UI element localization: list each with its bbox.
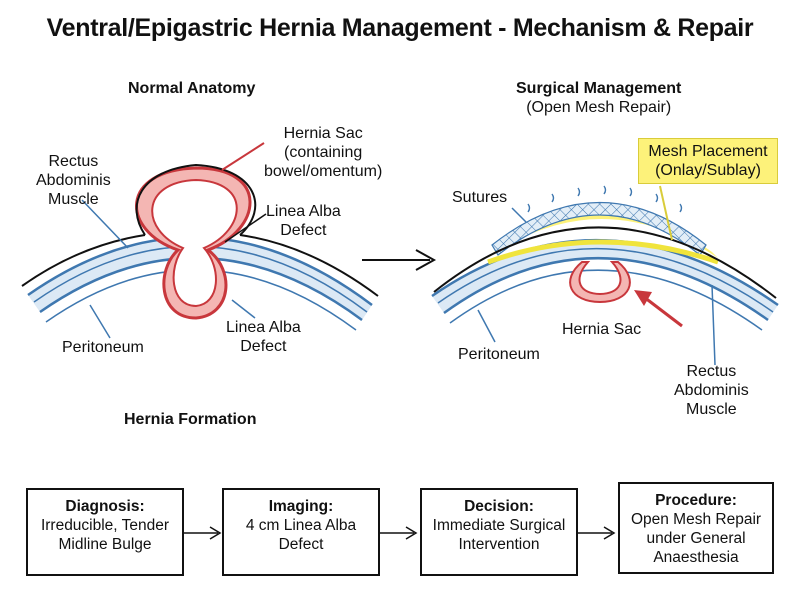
hernia-formation-caption: Hernia Formation <box>124 411 257 428</box>
step-procedure: Procedure: Open Mesh Repair under Genera… <box>618 482 774 574</box>
right-skin <box>433 226 777 299</box>
right-leader-lines <box>477 185 716 366</box>
surgical-management-heading: Surgical Management (Open Mesh Repair) <box>516 80 682 116</box>
left-hernia-sac-label: Hernia Sac (containing bowel/omentum) <box>264 125 383 180</box>
step-diagnosis: Diagnosis: Irreducible, Tender Midline B… <box>26 488 184 576</box>
step-decision: Decision: Immediate Surgical Interventio… <box>420 488 578 576</box>
linea-alba-bottom-label: Linea Alba Defect <box>226 319 301 355</box>
sutures-label: Sutures <box>452 189 508 206</box>
mesh <box>487 201 719 265</box>
right-abdominal-wall <box>431 239 779 331</box>
flow-arrows <box>184 526 616 540</box>
red-arrow <box>634 290 683 328</box>
right-hernia-sac <box>569 261 631 304</box>
right-rectus-label: Rectus Abdominis Muscle <box>674 363 749 418</box>
page-title: Ventral/Epigastric Hernia Management - M… <box>46 14 754 42</box>
left-leader-lines <box>81 142 267 339</box>
left-hernia-sac <box>135 163 257 320</box>
sutures <box>527 185 683 213</box>
left-peritoneum-label: Peritoneum <box>62 339 144 356</box>
left-rectus-label: Rectus Abdominis Muscle <box>36 153 111 208</box>
right-peritoneum-label: Peritoneum <box>458 346 540 363</box>
linea-alba-top-label: Linea Alba Defect <box>266 203 341 239</box>
right-hernia-sac-label: Hernia Sac <box>562 321 642 338</box>
step-imaging: Imaging: 4 cm Linea Alba Defect <box>222 488 380 576</box>
mesh-placement-label: Mesh Placement (Onlay/Sublay) <box>638 138 778 184</box>
normal-anatomy-heading: Normal Anatomy <box>128 80 256 97</box>
transition-arrow <box>362 249 437 271</box>
